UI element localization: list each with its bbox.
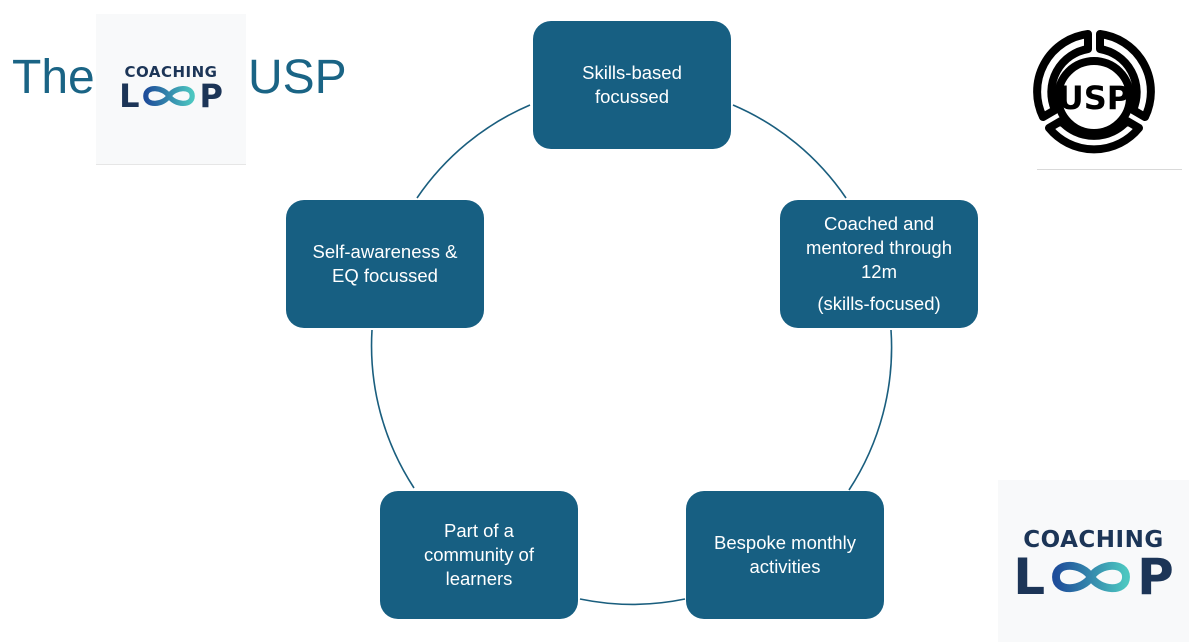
logo-coaching-text: COACHING [1023,526,1164,553]
title-suffix: USP [248,51,347,104]
usp-badge-label: USP [1058,79,1130,117]
cycle-node-skills-based: Skills-based focussed [533,21,731,149]
node-text: EQ focussed [332,265,438,286]
coaching-loop-logo-inline: COACHING L P [96,14,246,165]
cycle-node-community: Part of a community of learners [380,491,578,619]
title-prefix: The [12,51,95,104]
cycle-node-coached-mentored: Coached and mentored through 12m (skills… [780,200,978,328]
connector-4-0 [416,104,531,199]
infinity-icon [1052,561,1131,592]
divider [1037,169,1182,170]
logo-letter-p: P [199,76,223,115]
node-text: learners [445,568,513,589]
connector-1-2 [848,329,893,491]
infinity-icon [143,85,196,106]
logo-coaching-text: COACHING [124,62,218,81]
node-text: Coached and [823,213,935,234]
usp-badge-icon: USP [1033,30,1155,154]
connector-3-4 [370,329,415,489]
logo-letter-l: L [1013,547,1046,606]
connector-0-1 [732,104,847,199]
node-text: activities [749,556,821,577]
logo-loop-wordmark: L P [1013,552,1174,602]
node-text: Self-awareness & [312,241,458,262]
logo-letter-p: P [1137,547,1174,606]
logo-loop-wordmark: L P [119,80,223,112]
logo-letter-l: L [119,76,140,115]
node-text: focussed [594,86,670,107]
connector-2-3 [579,598,686,606]
node-text: Bespoke monthly [714,532,856,553]
node-text: mentored through [805,237,953,258]
node-text: Skills-based [582,62,682,83]
node-subtext: (skills-focused) [817,293,941,314]
cycle-connectors [370,104,893,606]
node-text: Part of a [444,520,514,541]
coaching-loop-logo: COACHING L P [998,480,1189,642]
node-text: 12m [861,261,897,282]
node-text: community of [423,544,534,565]
cycle-node-self-awareness: Self-awareness & EQ focussed [286,200,484,328]
cycle-node-bespoke-activities: Bespoke monthly activities [686,491,884,619]
